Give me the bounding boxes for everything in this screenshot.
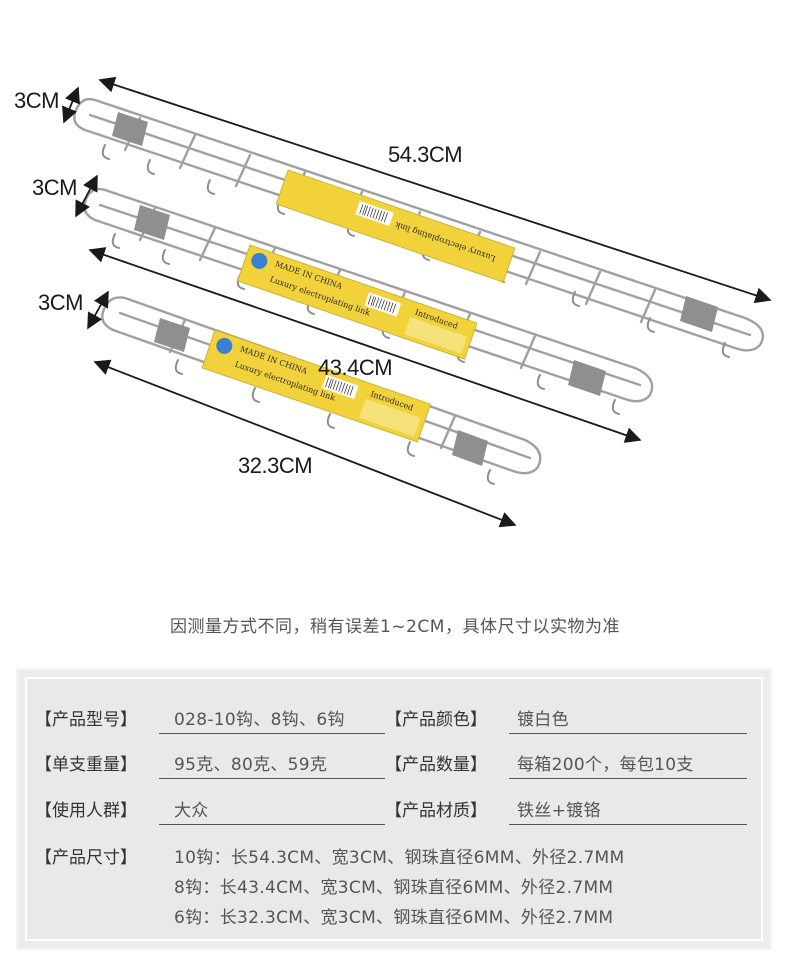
tag-long: Luxury electroplating link bbox=[275, 169, 516, 283]
plate-short-right bbox=[452, 430, 488, 466]
model-label: 【产品型号】 bbox=[35, 710, 137, 730]
label-long-width: 3CM bbox=[14, 88, 59, 113]
arrow-medium-width bbox=[75, 174, 98, 218]
divider bbox=[159, 824, 385, 825]
material-label: 【产品材质】 bbox=[385, 801, 487, 821]
spec-table: 【产品型号】 028-10钩、8钩、6钩 【产品颜色】 镀白色 【单支重量】 9… bbox=[18, 670, 770, 948]
size-line-8: 8钩：长43.4CM、宽3CM、钢珠直径6MM、外径2.7MM bbox=[174, 878, 614, 898]
size-label: 【产品尺寸】 bbox=[35, 848, 137, 868]
plate-long-right bbox=[680, 296, 718, 332]
size-line-6: 6钩：长32.3CM、宽3CM、钢珠直径6MM、外径2.7MM bbox=[174, 908, 614, 928]
label-long-length: 54.3CM bbox=[388, 142, 462, 167]
color-label: 【产品颜色】 bbox=[385, 710, 487, 730]
label-medium-length: 43.4CM bbox=[318, 355, 392, 380]
quantity-label: 【产品数量】 bbox=[385, 755, 487, 775]
weight-value: 95克、80克、59克 bbox=[174, 755, 328, 775]
divider bbox=[509, 824, 747, 825]
arrow-short-width bbox=[87, 290, 109, 330]
arrow-long-length bbox=[98, 76, 772, 304]
material-value: 铁丝+镀铬 bbox=[517, 801, 601, 821]
color-value: 镀白色 bbox=[517, 710, 569, 730]
divider bbox=[159, 733, 385, 734]
arrow-short-length bbox=[93, 359, 517, 528]
divider bbox=[159, 778, 385, 779]
measurement-note: 因测量方式不同，稍有误差1~2CM，具体尺寸以实物为准 bbox=[170, 617, 620, 637]
label-short-length: 32.3CM bbox=[238, 453, 312, 478]
label-short-width: 3CM bbox=[38, 290, 83, 315]
model-value: 028-10钩、8钩、6钩 bbox=[174, 710, 345, 730]
users-label: 【使用人群】 bbox=[35, 801, 137, 821]
arrow-long-width bbox=[62, 86, 80, 124]
label-medium-width: 3CM bbox=[32, 175, 77, 200]
weight-label: 【单支重量】 bbox=[35, 755, 137, 775]
divider bbox=[509, 733, 747, 734]
tag-short: MADE IN CHINA Luxury electroplating link… bbox=[201, 329, 432, 443]
arrow-medium-length bbox=[88, 247, 642, 443]
dimension-arrows bbox=[62, 76, 772, 528]
users-value: 大众 bbox=[174, 801, 209, 821]
size-line-10: 10钩：长54.3CM、宽3CM、钢珠直径6MM、外径2.7MM bbox=[174, 848, 625, 868]
divider bbox=[509, 778, 747, 779]
product-figure: Luxury electroplating link MADE IN CHINA… bbox=[14, 76, 772, 528]
plate-medium-right bbox=[568, 360, 606, 396]
spec-table-inner: 【产品型号】 028-10钩、8钩、6钩 【产品颜色】 镀白色 【单支重量】 9… bbox=[25, 677, 763, 941]
quantity-value: 每箱200个，每包10支 bbox=[517, 755, 694, 775]
